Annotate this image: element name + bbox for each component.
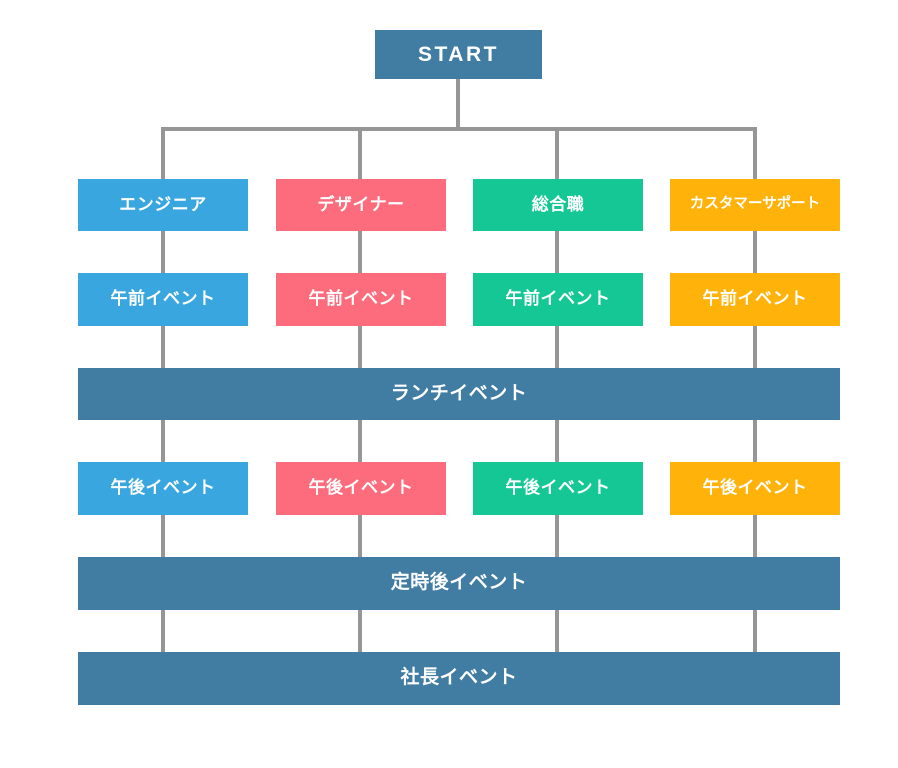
connector-role-to-morning-2 [358, 231, 362, 273]
connector-lunch-to-afternoon-4 [753, 420, 757, 462]
connector-afternoon-to-afterhours-4 [753, 515, 757, 557]
connector-drop-track-3 [555, 127, 559, 179]
connector-afternoon-to-afterhours-1 [161, 515, 165, 557]
morning-event-node-general-label: 午前イベント [505, 289, 611, 309]
role-node-designer[interactable]: デザイナー [276, 179, 446, 231]
connector-drop-track-4 [753, 127, 757, 179]
connector-afterhours-to-president-1 [161, 610, 165, 652]
connector-afternoon-to-afterhours-3 [555, 515, 559, 557]
after-hours-event-bar-label: 定時後イベント [390, 572, 528, 594]
connector-lunch-to-afternoon-1 [161, 420, 165, 462]
start-node-label: START [418, 42, 499, 66]
morning-event-node-designer[interactable]: 午前イベント [276, 273, 446, 326]
after-hours-event-bar[interactable]: 定時後イベント [78, 557, 840, 610]
connector-morning-to-lunch-3 [555, 326, 559, 368]
connector-afternoon-to-afterhours-2 [358, 515, 362, 557]
afternoon-event-node-engineer[interactable]: 午後イベント [78, 462, 248, 515]
afternoon-event-node-general-label: 午後イベント [505, 478, 611, 498]
afternoon-event-node-engineer-label: 午後イベント [110, 478, 216, 498]
afternoon-event-node-general[interactable]: 午後イベント [473, 462, 643, 515]
role-node-designer-label: デザイナー [317, 194, 405, 214]
lunch-event-bar-label: ランチイベント [390, 382, 528, 404]
role-node-engineer-label: エンジニア [119, 194, 207, 214]
morning-event-node-engineer-label: 午前イベント [110, 289, 216, 309]
morning-event-node-customer-support[interactable]: 午前イベント [670, 273, 840, 326]
connector-distribution-bar [161, 127, 757, 131]
connector-lunch-to-afternoon-3 [555, 420, 559, 462]
president-event-bar[interactable]: 社長イベント [78, 652, 840, 705]
morning-event-node-general[interactable]: 午前イベント [473, 273, 643, 326]
connector-morning-to-lunch-2 [358, 326, 362, 368]
role-node-general-label: 総合職 [531, 194, 585, 214]
afternoon-event-node-customer-support-label: 午後イベント [702, 478, 808, 498]
connector-afterhours-to-president-3 [555, 610, 559, 652]
start-node[interactable]: START [375, 30, 542, 79]
lunch-event-bar[interactable]: ランチイベント [78, 368, 840, 420]
connector-drop-track-2 [358, 127, 362, 179]
afternoon-event-node-customer-support[interactable]: 午後イベント [670, 462, 840, 515]
president-event-bar-label: 社長イベント [400, 667, 518, 689]
role-node-customer-support-label: カスタマーサポート [689, 196, 821, 213]
connector-afterhours-to-president-4 [753, 610, 757, 652]
connector-afterhours-to-president-2 [358, 610, 362, 652]
connector-lunch-to-afternoon-2 [358, 420, 362, 462]
connector-role-to-morning-1 [161, 231, 165, 273]
connector-morning-to-lunch-1 [161, 326, 165, 368]
connector-role-to-morning-4 [753, 231, 757, 273]
afternoon-event-node-designer-label: 午後イベント [308, 478, 414, 498]
morning-event-node-designer-label: 午前イベント [308, 289, 414, 309]
morning-event-node-customer-support-label: 午前イベント [702, 289, 808, 309]
morning-event-node-engineer[interactable]: 午前イベント [78, 273, 248, 326]
role-node-engineer[interactable]: エンジニア [78, 179, 248, 231]
connector-drop-track-1 [161, 127, 165, 179]
afternoon-event-node-designer[interactable]: 午後イベント [276, 462, 446, 515]
connector-start-down [456, 79, 460, 129]
role-node-customer-support[interactable]: カスタマーサポート [670, 179, 840, 231]
connector-morning-to-lunch-4 [753, 326, 757, 368]
connector-role-to-morning-3 [555, 231, 559, 273]
role-node-general[interactable]: 総合職 [473, 179, 643, 231]
